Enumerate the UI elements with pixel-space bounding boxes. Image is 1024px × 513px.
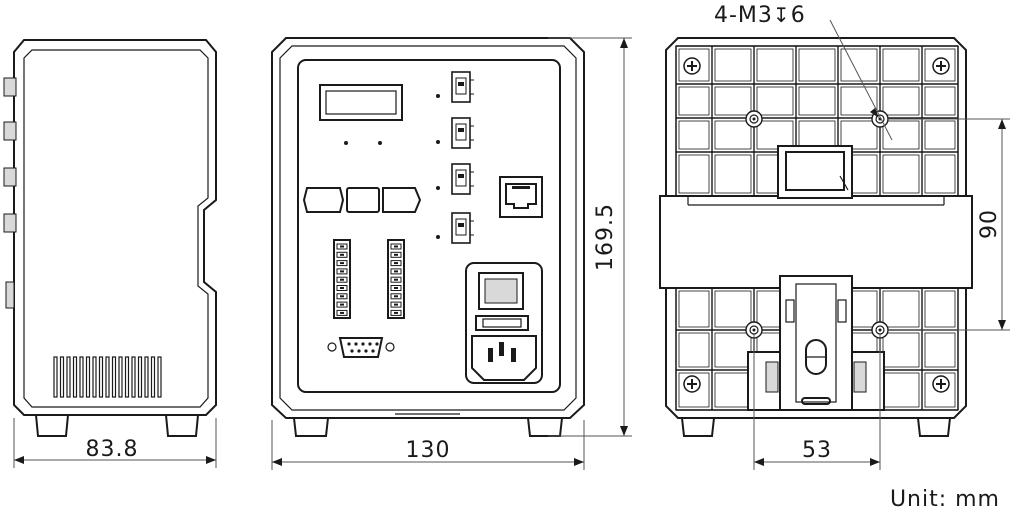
side-housing-inner: [23, 49, 209, 408]
side-connectors: [3, 77, 17, 309]
callout-leader: [829, 19, 893, 141]
terminal-block-right: [387, 239, 405, 319]
dim-depth-label: 83.8: [86, 437, 139, 462]
corner-screws: [683, 57, 950, 393]
power-switch: [478, 272, 524, 310]
side-foot-left: [35, 414, 69, 437]
rear-foot-left: [681, 417, 715, 437]
din-rail-band: [659, 195, 973, 289]
front-view: 130 169.5: [271, 37, 632, 470]
rj45-port: [499, 176, 543, 218]
lcd-display: [319, 84, 403, 121]
front-buttons: [302, 187, 422, 213]
front-panel: [297, 59, 561, 393]
rear-foot-right: [917, 417, 951, 437]
db9-connector: [327, 337, 395, 358]
units-label: Unit: mm: [890, 487, 1000, 512]
front-foot-left: [293, 417, 329, 437]
signal-connectors: [436, 71, 474, 244]
iec-inlet: [471, 335, 537, 381]
rear-housing-outline: [665, 37, 967, 419]
dim-hole-vertical-label: 90: [977, 209, 1002, 239]
side-view: 83.8: [3, 39, 217, 468]
rear-view: 4-M3↧6 90 53: [659, 3, 1010, 470]
terminal-block-left: [333, 239, 351, 319]
dim-height-label: 169.5: [593, 203, 618, 271]
front-housing-outline: [271, 37, 585, 419]
side-housing-outline: [13, 39, 217, 416]
side-foot-right: [165, 414, 199, 437]
din-clip: [747, 275, 885, 411]
front-foot-right: [527, 417, 563, 437]
power-entry-module: [465, 262, 543, 384]
dim-hole-horizontal-label: 53: [802, 438, 832, 463]
side-vent-slots: [53, 356, 162, 398]
fuse-holder: [475, 315, 529, 331]
dim-width-label: 130: [406, 438, 451, 463]
callout-holes: 4-M3↧6: [714, 3, 806, 28]
